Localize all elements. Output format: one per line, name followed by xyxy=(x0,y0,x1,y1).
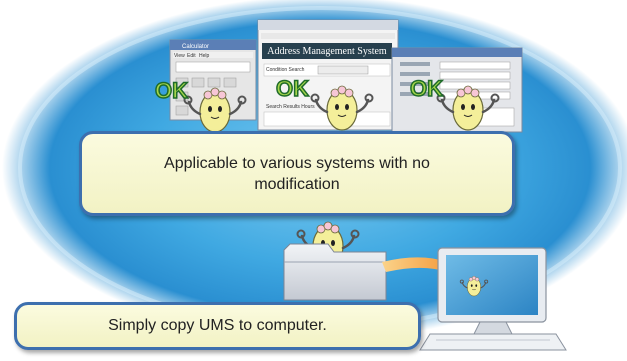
folder-icon xyxy=(283,220,387,301)
form-window xyxy=(391,47,523,133)
callout-applicable: Applicable to various systems with no mo… xyxy=(79,131,515,216)
calculator-menu-view: View xyxy=(174,53,185,59)
ok-badge-3: OK xyxy=(410,76,443,101)
calculator-window xyxy=(169,39,257,121)
copy-arrow xyxy=(382,257,484,292)
address-search-label: Condition Search xyxy=(266,67,305,73)
calculator-title: Calculator xyxy=(182,44,209,50)
address-window-title: Address Management System xyxy=(267,46,387,57)
address-results-label: Search Results Hours xyxy=(266,104,315,110)
ok-badge-2: OK xyxy=(276,76,309,101)
computer-icon xyxy=(419,247,567,351)
callout-copy-text: Simply copy UMS to computer. xyxy=(108,317,327,334)
callout-applicable-text: Applicable to various systems with no mo… xyxy=(164,154,430,193)
ok-badge-1: OK xyxy=(155,78,188,103)
calculator-menu-help: Help xyxy=(199,53,210,59)
callout-copy: Simply copy UMS to computer. xyxy=(14,302,421,350)
calculator-menu-edit: Edit xyxy=(187,53,196,59)
